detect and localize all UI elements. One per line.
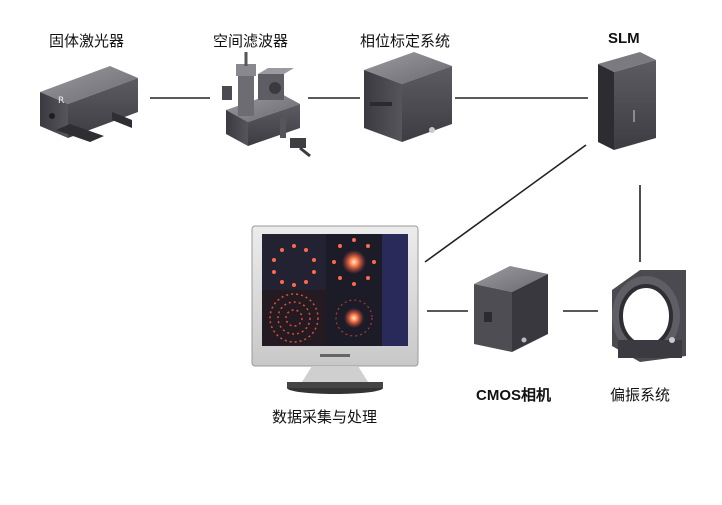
label-cmos-camera: CMOS相机 <box>476 387 552 404</box>
monitor-device <box>251 225 419 394</box>
label-phase-calibration: 相位标定系统 <box>360 32 451 50</box>
line-slm-monitor <box>424 144 587 263</box>
quadrant-ring-dots <box>262 234 326 290</box>
phase-calibration-device <box>364 52 452 142</box>
quadrant-blue-panel <box>382 234 408 346</box>
slm-device <box>598 52 656 150</box>
quadrant-concentric-rings <box>262 290 326 346</box>
cmos-camera-device <box>474 266 548 352</box>
label-solid-state-laser: 固体激光器 <box>49 32 125 50</box>
label-slm: SLM <box>608 30 640 47</box>
label-spatial-filter: 空间滤波器 <box>213 32 289 50</box>
svg-text:R: R <box>58 96 64 106</box>
label-data-processing: 数据采集与处理 <box>272 408 378 426</box>
label-polarization-system: 偏振系统 <box>610 386 671 404</box>
spatial-filter-device <box>222 52 311 158</box>
laser-device: R <box>40 66 138 142</box>
connector-lines <box>150 97 641 312</box>
polarization-device <box>612 270 686 362</box>
